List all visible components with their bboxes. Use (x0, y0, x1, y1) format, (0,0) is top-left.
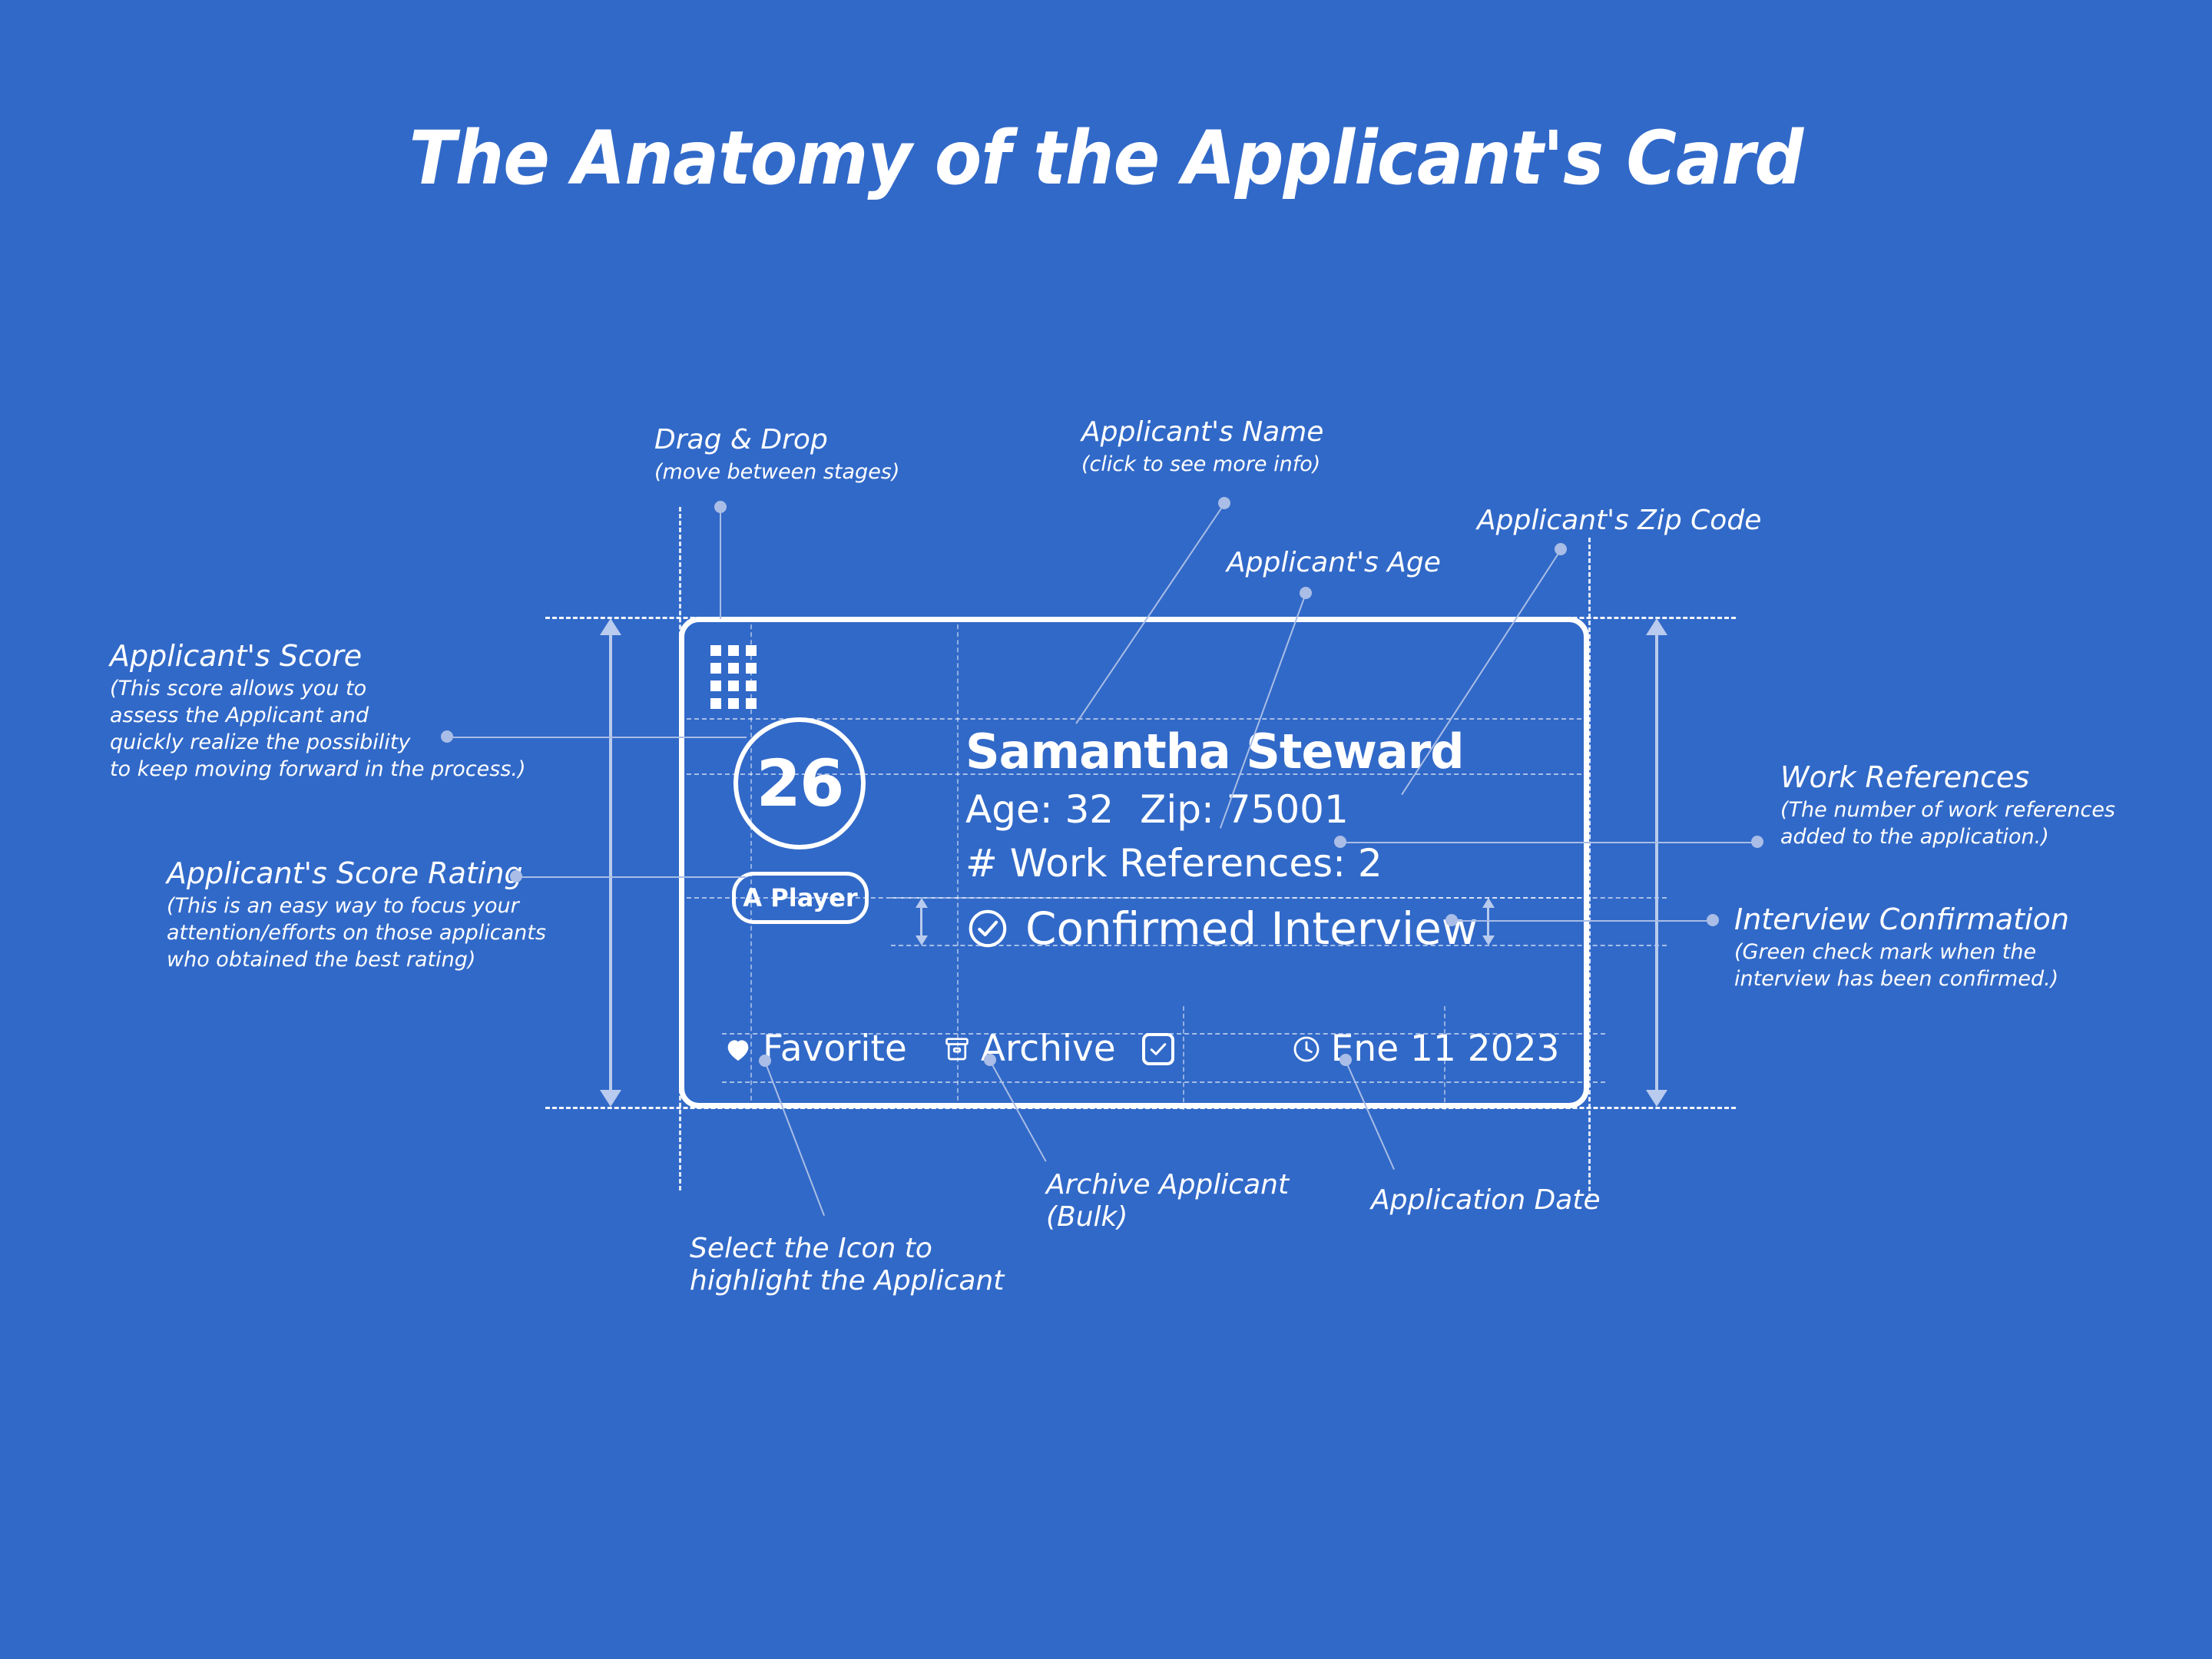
annotation-applicant-age: Applicant's Age (1227, 549, 1441, 581)
guide-vertical-right (1588, 538, 1591, 1198)
guide-vertical-text (957, 617, 959, 1108)
leader-drag-drop (720, 508, 721, 619)
annotation-applicant-score-sub2: assess the Applicant and (110, 704, 369, 728)
application-date-item: Ene 11 2023 (1291, 1028, 1560, 1070)
dimension-arrow-confirm-left (920, 907, 922, 936)
interview-status-label: Confirmed Interview (1025, 902, 1479, 955)
guide-vertical-mid (1183, 1006, 1184, 1110)
annotation-applicant-score-sub1: (This score allows you to (110, 677, 367, 700)
favorite-label: Favorite (763, 1028, 907, 1070)
dimension-arrow-confirm-right (1487, 907, 1489, 936)
leader-dot-interview-confirmation-end (1707, 914, 1719, 926)
leader-dot-applicant-age (1300, 587, 1312, 599)
guide-vertical-score (750, 617, 752, 1108)
leader-dot-score-rating (510, 870, 522, 882)
leader-dot-select-icon (759, 1055, 771, 1067)
check-circle-icon (965, 906, 1010, 951)
annotation-score-rating-sub3: who obtained the best rating) (167, 948, 476, 972)
guide-row-name-top (679, 718, 1589, 720)
applicant-name[interactable]: Samantha Steward (965, 724, 1465, 780)
annotation-interview-confirmation-head: Interview Confirmation (1734, 902, 2069, 936)
applicant-card[interactable]: 26 A Player Samantha Steward Age: 32 Zip:… (679, 617, 1589, 1108)
interview-status-row: Confirmed Interview (965, 902, 1478, 955)
guide-row-confirm-bottom (891, 945, 1667, 946)
annotation-score-rating-sub1: (This is an easy way to focus your (167, 894, 519, 918)
guide-vertical-date (1444, 1006, 1445, 1110)
leader-dot-applicant-score (441, 730, 453, 743)
annotation-applicant-zip: Applicant's Zip Code (1477, 507, 1761, 539)
guide-row-name-bottom (679, 773, 1589, 775)
annotation-archive-applicant: Archive Applicant (Bulk) (1046, 1171, 1289, 1236)
annotation-archive-applicant-line2: (Bulk) (1046, 1201, 1128, 1233)
leader-dot-applicant-name (1218, 497, 1230, 509)
guide-footer-bottom (722, 1081, 1605, 1083)
annotation-drag-drop-sub: (move between stages) (654, 460, 900, 484)
annotation-applicant-score-sub4: to keep moving forward in the process.) (110, 757, 526, 782)
applicant-rating-label: A Player (743, 883, 858, 912)
leader-dot-work-references-end (1751, 836, 1763, 848)
annotation-application-date-line1: Application Date (1371, 1184, 1601, 1216)
leader-dot-drag-drop (714, 501, 727, 513)
annotation-drag-drop: Drag & Drop (move between stages) (654, 426, 899, 485)
applicant-score-badge: 26 (733, 717, 866, 849)
drag-handle-icon[interactable] (710, 645, 760, 709)
annotation-applicant-score-head: Applicant's Score (110, 639, 363, 673)
annotation-work-references-sub2: added to the application.) (1780, 825, 2049, 849)
annotation-interview-confirmation-sub2: interview has been confirmed.) (1734, 967, 2059, 992)
dimension-arrow-right (1655, 634, 1658, 1091)
clock-icon (1291, 1034, 1322, 1065)
archive-box-icon (942, 1035, 972, 1064)
annotation-applicant-name-head: Applicant's Name (1081, 416, 1324, 448)
annotation-work-references-head: Work References (1780, 760, 2030, 794)
leader-interview-confirmation (1452, 920, 1717, 922)
leader-dot-work-references (1334, 836, 1346, 848)
applicant-work-references: # Work References: 2 (965, 841, 1382, 886)
dimension-arrow-left (609, 634, 612, 1091)
annotation-applicant-age-head: Applicant's Age (1227, 547, 1441, 578)
annotation-archive-applicant-line1: Archive Applicant (1046, 1169, 1290, 1200)
applicant-age-zip-row: Age: 32 Zip: 75001 (965, 787, 1349, 832)
favorite-button[interactable]: Favorite (723, 1028, 907, 1070)
annotation-applicant-score: Applicant's Score (This score allows you… (110, 641, 526, 783)
annotation-drag-drop-head: Drag & Drop (654, 424, 828, 455)
card-footer: Favorite Archive (723, 1028, 1560, 1070)
checkbox-checked-icon[interactable] (1141, 1032, 1174, 1065)
page-title: The Anatomy of the Applicant's Card (409, 115, 1804, 201)
leader-work-references (1340, 842, 1763, 843)
leader-score-rating (516, 876, 747, 878)
annotation-score-rating: Applicant's Score Rating (This is an eas… (167, 859, 546, 973)
leader-dot-application-date (1339, 1054, 1352, 1066)
annotation-applicant-score-sub3: quickly realize the possibility (110, 730, 411, 755)
leader-applicant-score (447, 737, 747, 738)
heart-icon (723, 1034, 753, 1065)
leader-dot-interview-confirmation (1445, 914, 1458, 926)
applicant-zip: Zip: 75001 (1140, 787, 1349, 832)
annotation-select-icon-line1: Select the Icon to (690, 1233, 932, 1264)
archive-label: Archive (980, 1028, 1116, 1070)
application-date-label: Ene 11 2023 (1330, 1028, 1560, 1070)
guide-row-confirm-top (891, 897, 1667, 899)
applicant-rating-pill[interactable]: A Player (732, 872, 869, 924)
annotation-applicant-name: Applicant's Name (click to see more info… (1081, 419, 1323, 478)
annotation-score-rating-head: Applicant's Score Rating (167, 856, 523, 890)
annotation-score-rating-sub2: attention/efforts on those applicants (167, 921, 546, 945)
annotation-work-references: Work References (The number of work refe… (1780, 763, 2115, 850)
applicant-score-value: 26 (756, 746, 845, 821)
annotation-applicant-zip-head: Applicant's Zip Code (1477, 505, 1762, 536)
annotation-interview-confirmation-sub1: (Green check mark when the (1734, 940, 2037, 964)
archive-button[interactable]: Archive (942, 1028, 1116, 1070)
annotation-select-icon: Select the Icon to highlight the Applica… (690, 1235, 1004, 1300)
annotation-interview-confirmation: Interview Confirmation (Green check mark… (1734, 905, 2069, 992)
annotation-application-date: Application Date (1371, 1187, 1601, 1219)
leader-dot-applicant-zip (1555, 543, 1567, 555)
annotation-applicant-name-sub: (click to see more info) (1081, 452, 1321, 476)
applicant-age: Age: 32 (965, 787, 1114, 832)
annotation-select-icon-line2: highlight the Applicant (690, 1265, 1005, 1296)
leader-dot-archive-applicant (984, 1054, 996, 1066)
annotation-work-references-sub1: (The number of work references (1780, 798, 2115, 822)
